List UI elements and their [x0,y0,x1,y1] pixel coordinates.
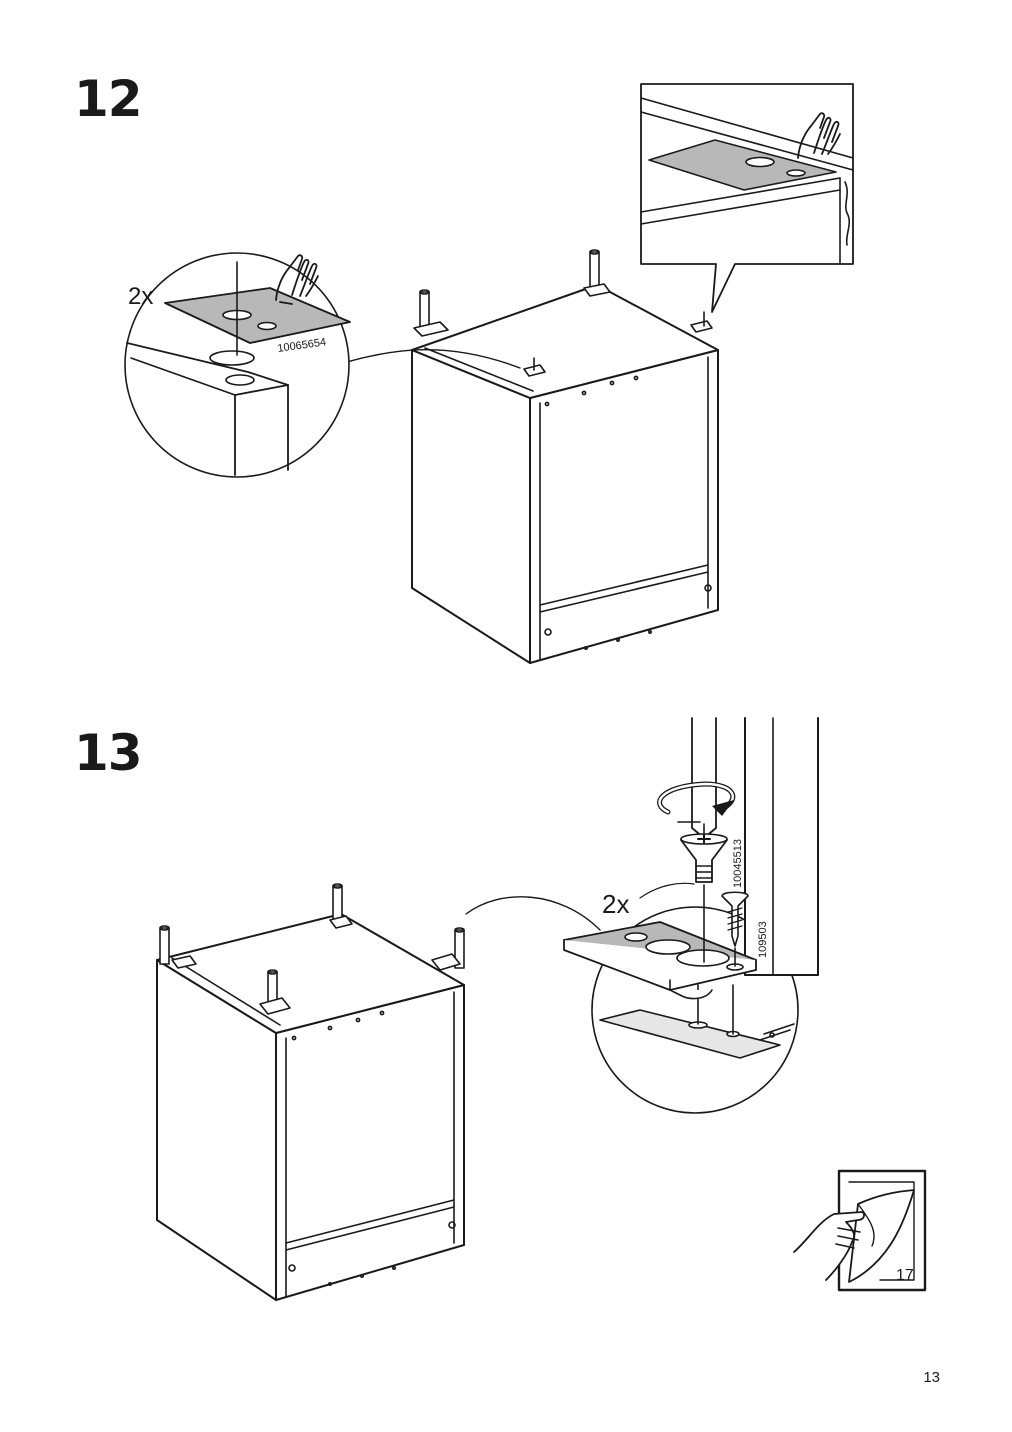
screwdriver-rotate-icon [657,717,736,839]
turn-page-number: 17 [896,1267,914,1284]
screw-icon [680,833,728,963]
quantity-label-step-12: 2x [128,283,153,310]
step-13-illustration: 2x 10045513 109503 [156,717,819,1301]
screw-icon [721,891,749,967]
inset-panel-step-12 [640,83,854,313]
step-12-number: 12 [74,70,143,128]
zoom-circle-step-12 [124,252,351,478]
step-12-illustration: 2x 10065654 [124,83,854,664]
hand-press-icon [797,112,841,159]
part-number-screw-1: 10045513 [732,839,744,888]
part-number-screw-2: 109503 [757,921,769,958]
cabinet-step-12 [289,249,719,664]
turn-page-icon [793,1169,927,1292]
step-13-number: 13 [74,724,143,782]
page-number: 13 [923,1369,940,1386]
side-panel-step-13 [744,717,819,976]
cabinet-step-13 [156,883,601,1301]
hand-press-icon [275,254,319,305]
quantity-label-step-13: 2x [602,889,629,919]
levelling-plate [563,921,757,1000]
